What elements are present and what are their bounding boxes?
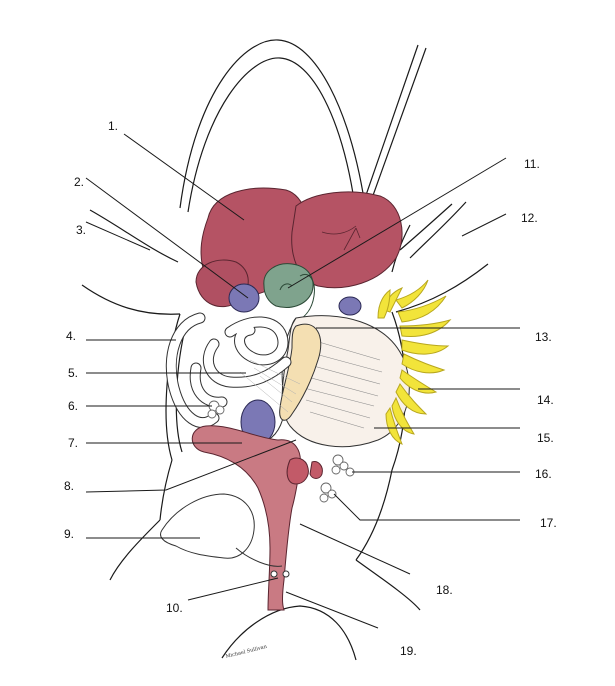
label-19: 19. [400, 644, 417, 658]
label-11: 11. [524, 157, 540, 171]
label-12: 12. [521, 211, 538, 225]
label-10: 10. [166, 601, 183, 615]
heart [263, 263, 315, 323]
body-outline [81, 39, 489, 661]
leader-lines [85, 133, 520, 629]
label-17: 17. [540, 516, 557, 530]
labels: 1. 2. 3. 4. 5. 6. 7. 8. 9. 10. 11. 12. 1… [64, 119, 557, 658]
urinary-bladder [160, 493, 283, 567]
label-2: 2. [74, 175, 84, 189]
label-1: 1. [108, 119, 118, 133]
label-18: 18. [436, 583, 453, 597]
fat-bodies [377, 279, 452, 445]
spleen [286, 457, 323, 485]
artist-signature: Michael Sullivan [225, 644, 268, 660]
label-13: 13. [535, 330, 552, 344]
label-4: 4. [66, 329, 76, 343]
cloaca-openings [270, 570, 290, 578]
label-3: 3. [76, 223, 86, 237]
label-15: 15. [537, 431, 554, 445]
kidney-coils [207, 400, 355, 503]
mesentery [239, 359, 301, 413]
label-8: 8. [64, 479, 74, 493]
label-6: 6. [68, 399, 78, 413]
label-5: 5. [68, 366, 78, 380]
pancreas [279, 323, 322, 421]
label-9: 9. [64, 527, 74, 541]
label-7: 7. [68, 436, 78, 450]
label-14: 14. [537, 393, 554, 407]
label-16: 16. [535, 467, 552, 481]
